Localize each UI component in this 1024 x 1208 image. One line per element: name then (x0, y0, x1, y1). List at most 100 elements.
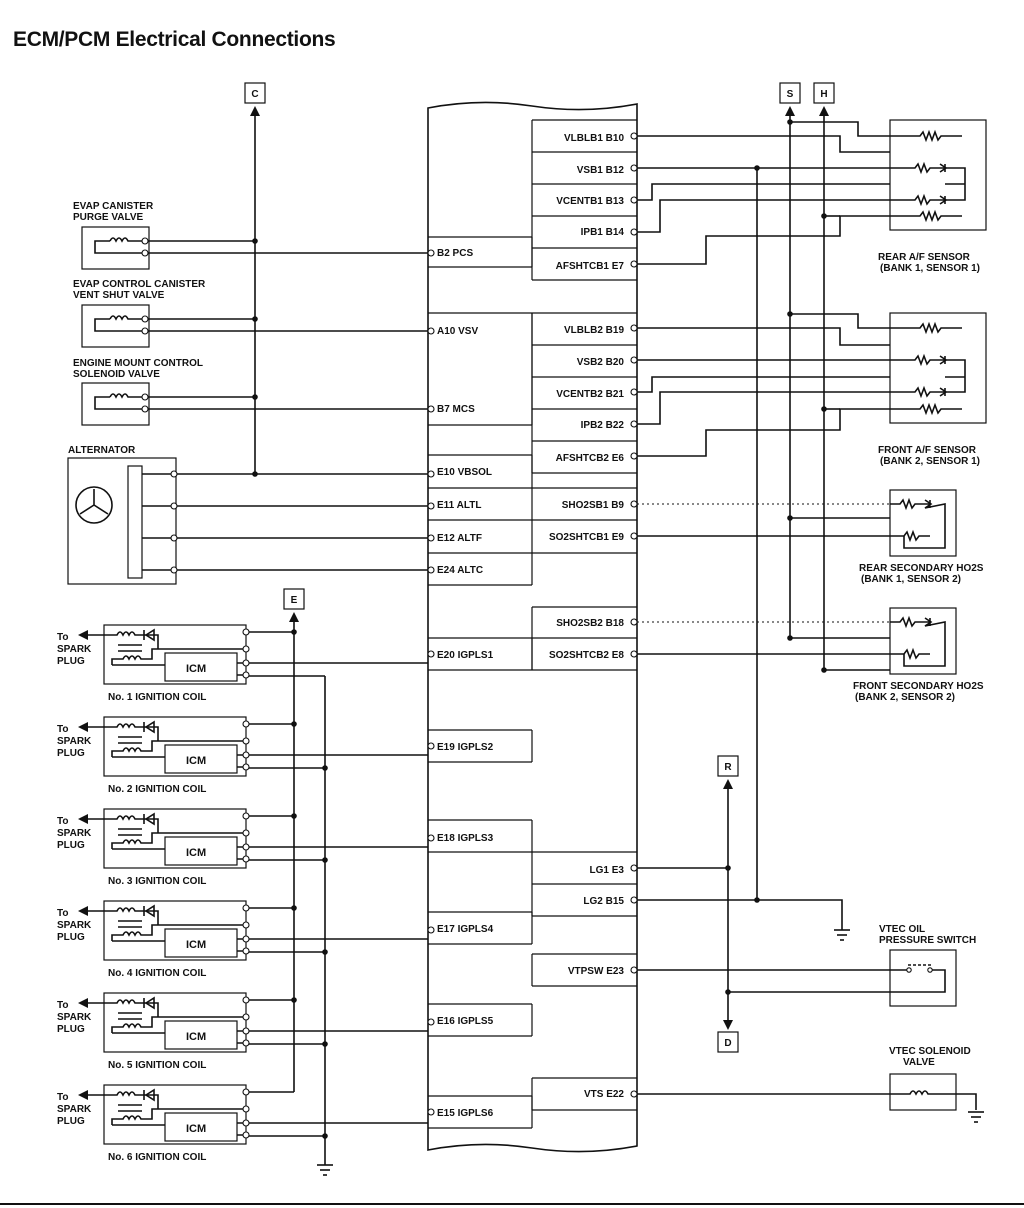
ecm-right-pin-boxes (531, 119, 637, 1111)
pin-vcentb2-b21: VCENTB2 B21 (556, 389, 624, 400)
spark-plug-plug-label: PLUG (57, 1024, 85, 1035)
pin-so2shtcb2-e8: SO2SHTCB2 E8 (549, 650, 624, 661)
pin-e11-altl: E11 ALTL (437, 500, 481, 511)
pin-e18-igpls3: E18 IGPLS3 (437, 833, 494, 844)
spark-plug-spark-label: SPARK (57, 644, 92, 655)
spark-plug-plug-label: PLUG (57, 748, 85, 759)
icm-label: ICM (186, 847, 206, 859)
connector-s: S (779, 82, 801, 104)
svg-text:PURGE VALVE: PURGE VALVE (73, 212, 144, 223)
svg-text:S: S (787, 89, 794, 100)
pin-so2shtcb1-e9: SO2SHTCB1 E9 (549, 532, 624, 543)
svg-text:H: H (820, 89, 827, 100)
svg-text:VENT SHUT VALVE: VENT SHUT VALVE (73, 290, 165, 301)
ignition-coil-label: No. 6 IGNITION COIL (108, 1152, 206, 1163)
spark-plug-spark-label: SPARK (57, 1104, 92, 1115)
front-af-sensor: FRONT A/F SENSOR (BANK 2, SENSOR 1) (878, 312, 987, 467)
svg-text:VTEC SOLENOID: VTEC SOLENOID (889, 1046, 971, 1057)
pin-vts-e22: VTS E22 (584, 1089, 624, 1100)
svg-text:SOLENOID VALVE: SOLENOID VALVE (73, 369, 160, 380)
icm-label: ICM (186, 939, 206, 951)
pin-ipb1-b14: IPB1 B14 (581, 227, 625, 238)
ground-symbol-lg (834, 929, 850, 941)
pin-vsb1-b12: VSB1 B12 (577, 165, 625, 176)
vtec-solenoid-valve: VTEC SOLENOID VALVE (889, 1046, 971, 1111)
icm-label: ICM (186, 1123, 206, 1135)
svg-text:(BANK 2, SENSOR 2): (BANK 2, SENSOR 2) (855, 692, 955, 703)
arrow-to-d (723, 1020, 733, 1030)
front-secondary-ho2s: FRONT SECONDARY HO2S (BANK 2, SENSOR 2) (853, 607, 984, 703)
svg-text:R: R (724, 762, 732, 773)
icm-label: ICM (186, 755, 206, 767)
svg-text:FRONT SECONDARY HO2S: FRONT SECONDARY HO2S (853, 681, 984, 692)
alternator: ALTERNATOR (67, 445, 178, 585)
pin-e10-vbsol: E10 VBSOL (437, 467, 492, 478)
ignition-coil-label: No. 4 IGNITION COIL (108, 968, 206, 979)
icm-label: ICM (186, 663, 206, 675)
arrow-to-h (819, 106, 829, 116)
right-dashed (637, 167, 890, 623)
ignition-coil-label: No. 3 IGNITION COIL (108, 876, 206, 887)
spark-plug-spark-label: SPARK (57, 736, 92, 747)
spark-plug-plug-label: PLUG (57, 932, 85, 943)
rear-af-sensor: REAR A/F SENSOR (BANK 1, SENSOR 1) (878, 119, 987, 274)
svg-text:ALTERNATOR: ALTERNATOR (68, 445, 136, 456)
pin-e12-altf: E12 ALTF (437, 533, 482, 544)
pin-lg1-e3: LG1 E3 (590, 865, 625, 876)
svg-text:VALVE: VALVE (903, 1057, 935, 1068)
svg-text:(BANK 2, SENSOR 1): (BANK 2, SENSOR 1) (880, 456, 980, 467)
ground-symbol-left (317, 1164, 333, 1176)
svg-text:D: D (724, 1038, 731, 1049)
svg-text:(BANK 1, SENSOR 2): (BANK 1, SENSOR 2) (861, 574, 961, 585)
pin-e19-igpls2: E19 IGPLS2 (437, 742, 494, 753)
connector-c: C (244, 82, 266, 104)
spark-plug-to-label: To (57, 1000, 68, 1011)
right-pins (427, 132, 638, 1116)
arrow-to-r (723, 779, 733, 789)
spark-plug-spark-label: SPARK (57, 920, 92, 931)
arrow-to-e (289, 612, 299, 622)
svg-text:FRONT A/F SENSOR: FRONT A/F SENSOR (878, 445, 977, 456)
connector-r: R (717, 755, 739, 777)
rear-secondary-ho2s: REAR SECONDARY HO2S (BANK 1, SENSOR 2) (859, 489, 984, 585)
ignition-coil-label: No. 5 IGNITION COIL (108, 1060, 206, 1071)
svg-text:EVAP CONTROL CANISTER: EVAP CONTROL CANISTER (73, 279, 206, 290)
pin-e16-igpls5: E16 IGPLS5 (437, 1016, 494, 1027)
evap-purge-valve: EVAP CANISTER PURGE VALVE (73, 201, 154, 270)
spark-plug-to-label: To (57, 632, 68, 643)
spark-plug-to-label: To (57, 1092, 68, 1103)
svg-text:PRESSURE SWITCH: PRESSURE SWITCH (879, 935, 976, 946)
pin-e20-igpls1: E20 IGPLS1 (437, 650, 494, 661)
right-wiring (637, 114, 977, 1110)
spark-plug-to-label: To (57, 816, 68, 827)
svg-text:REAR A/F SENSOR: REAR A/F SENSOR (878, 252, 971, 263)
right-junctions (725, 119, 827, 995)
left-wiring (145, 114, 428, 1165)
engine-mount-solenoid: ENGINE MOUNT CONTROL SOLENOID VALVE (73, 358, 203, 426)
spark-plug-plug-label: PLUG (57, 840, 85, 851)
pin-b2-pcs: B2 PCS (437, 248, 473, 259)
spark-plug-to-label: To (57, 724, 68, 735)
pin-vtpsw-e23: VTPSW E23 (568, 966, 625, 977)
pin-sho2sb2-b18: SHO2SB2 B18 (556, 618, 624, 629)
icm-label: ICM (186, 1031, 206, 1043)
pin-afshtcb1-e7: AFSHTCB1 E7 (556, 261, 625, 272)
spark-plug-spark-label: SPARK (57, 1012, 92, 1023)
svg-text:VTEC OIL: VTEC OIL (879, 924, 925, 935)
ignition-coil-label: No. 2 IGNITION COIL (108, 784, 206, 795)
connector-h: H (813, 82, 835, 104)
svg-text:C: C (251, 89, 258, 100)
vtec-oil-pressure-switch: VTEC OIL PRESSURE SWITCH (879, 924, 976, 1007)
spark-plug-spark-label: SPARK (57, 828, 92, 839)
pin-vcentb1-b13: VCENTB1 B13 (556, 196, 624, 207)
ground-symbol-vts (968, 1111, 984, 1123)
spark-plug-plug-label: PLUG (57, 656, 85, 667)
svg-text:EVAP CANISTER: EVAP CANISTER (73, 201, 154, 212)
page-title: ECM/PCM Electrical Connections (13, 28, 336, 51)
pin-afshtcb2-e6: AFSHTCB2 E6 (556, 453, 625, 464)
svg-text:(BANK 1, SENSOR 1): (BANK 1, SENSOR 1) (880, 263, 980, 274)
